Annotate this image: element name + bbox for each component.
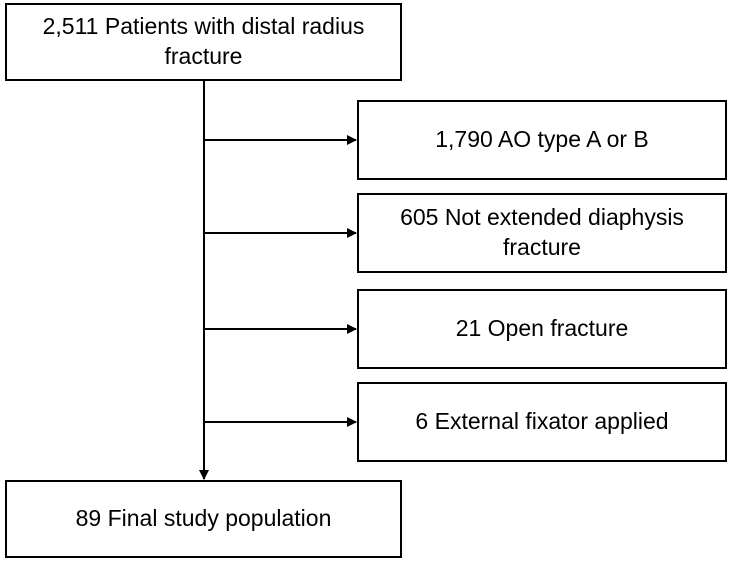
end-text: 89 Final study population — [75, 505, 332, 532]
exclusion-text-4: 6 External fixator applied — [415, 408, 669, 435]
start-text: 2,511 Patients with distal radius fractu… — [42, 13, 365, 69]
exclusion-box-3: 21 Open fracture — [357, 289, 727, 369]
exclusion-text-1: 1,790 AO type A or B — [435, 126, 649, 153]
exclusion-box-2: 605 Not extended diaphysis fracture — [357, 193, 727, 273]
end-box: 89 Final study population — [5, 480, 402, 558]
exclusion-text-2: 605 Not extended diaphysis fracture — [400, 204, 684, 260]
exclusion-box-4: 6 External fixator applied — [357, 382, 727, 462]
exclusion-box-1: 1,790 AO type A or B — [357, 100, 727, 180]
start-box: 2,511 Patients with distal radius fractu… — [5, 3, 402, 81]
exclusion-text-3: 21 Open fracture — [455, 315, 629, 342]
